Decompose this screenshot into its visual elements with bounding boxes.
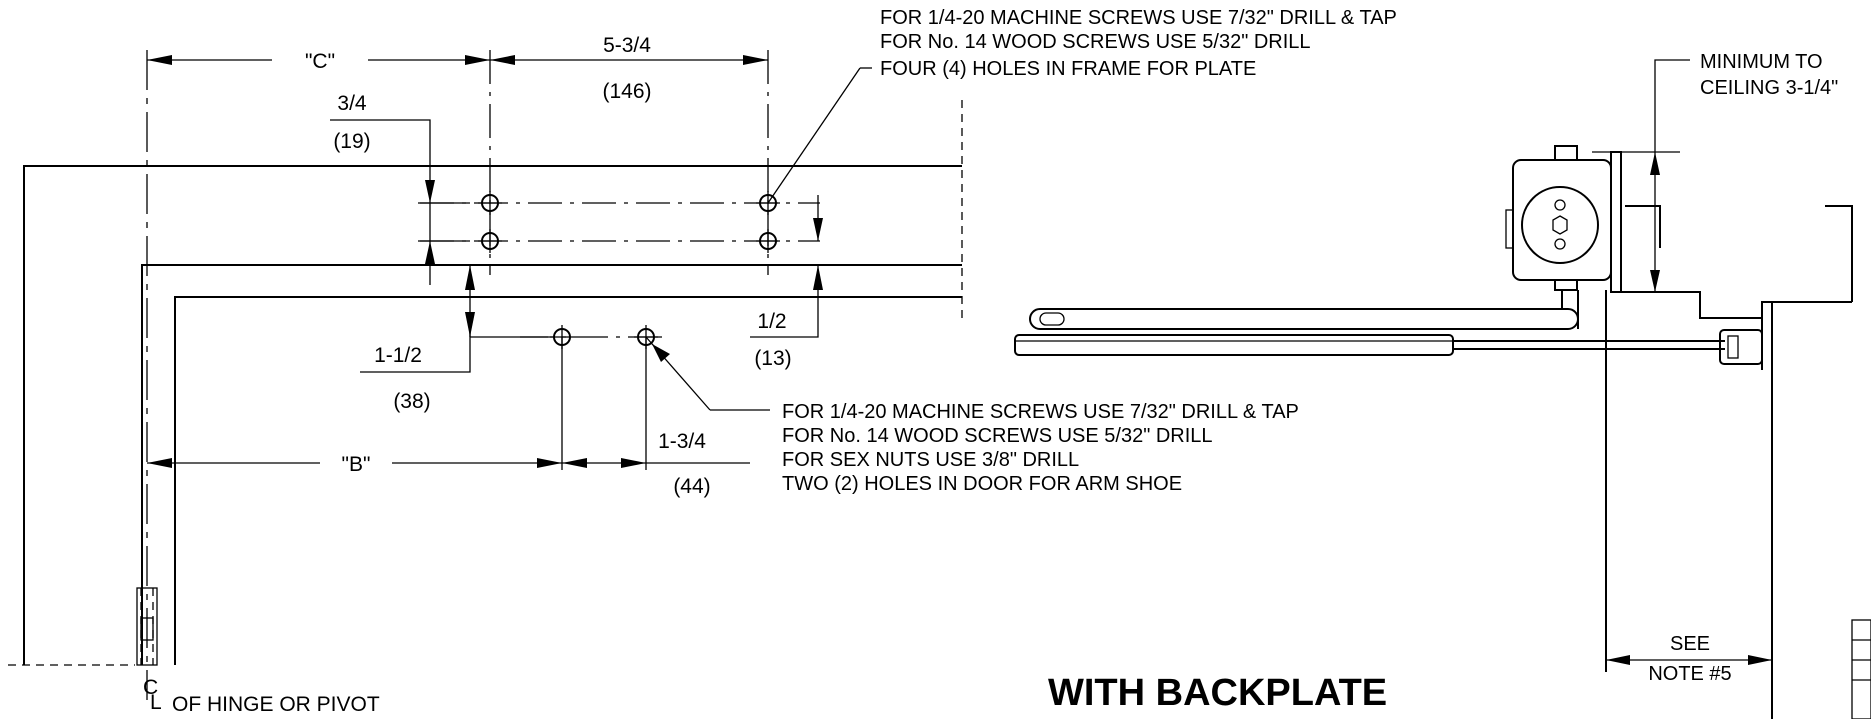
dimension-3-4-label: 3/4	[337, 92, 367, 115]
dimension-44: (44)	[673, 475, 710, 498]
forearm	[1014, 334, 1454, 356]
door-hole	[550, 325, 574, 349]
hinge-label: OF HINGE OR PIVOT	[172, 693, 380, 716]
ceiling-note-line: CEILING 3-1/4"	[1700, 77, 1838, 99]
dimension-1-2	[750, 195, 823, 338]
backplate	[1610, 151, 1622, 293]
drawing-title: WITH BACKPLATE	[1048, 672, 1387, 714]
dimension-1-3-4: 1-3/4	[658, 430, 706, 453]
frame-inner-edge	[141, 264, 962, 665]
frame-hole	[478, 191, 502, 215]
closer-side-view	[1014, 145, 1871, 720]
door-outline	[174, 296, 962, 665]
door-note-line: FOR SEX NUTS USE 3/8" DRILL	[782, 449, 1079, 471]
dimension-13: (13)	[754, 347, 791, 370]
closer-spindle	[1521, 186, 1599, 264]
dimension-38: (38)	[393, 390, 430, 413]
door-note-line: TWO (2) HOLES IN DOOR FOR ARM SHOE	[782, 473, 1182, 495]
hinge-body	[136, 587, 158, 666]
frame-and-door-template	[8, 50, 963, 700]
dimension-1-1-2	[360, 265, 548, 373]
frame-note-line: FOR 1/4-20 MACHINE SCREWS USE 7/32" DRIL…	[880, 7, 1397, 29]
dimension-1-2-label: 1/2	[757, 310, 786, 333]
dimension-5-3-4: 5-3/4	[603, 34, 651, 57]
ceiling-dimension	[1592, 59, 1690, 292]
centerline-symbol-l: L	[150, 691, 162, 714]
frame-note-line: FOUR (4) HOLES IN FRAME FOR PLATE	[880, 58, 1256, 80]
dimension-c-label: "C"	[305, 50, 335, 73]
dimension-1-1-2-label: 1-1/2	[374, 344, 422, 367]
frame-note-line: FOR No. 14 WOOD SCREWS USE 5/32" DRILL	[880, 31, 1311, 53]
dimension-146: (146)	[602, 80, 651, 103]
ceiling-note-line: MINIMUM TO	[1700, 51, 1823, 73]
arm-shoe	[1719, 329, 1763, 365]
main-arm	[1029, 308, 1579, 330]
door-note-line: FOR No. 14 WOOD SCREWS USE 5/32" DRILL	[782, 425, 1213, 447]
dimension-b	[147, 449, 750, 477]
frame-hole	[756, 229, 780, 253]
dimension-b-label: "B"	[342, 453, 371, 476]
frame-hole	[478, 229, 502, 253]
dimension-19: (19)	[333, 130, 370, 153]
door-note-line: FOR 1/4-20 MACHINE SCREWS USE 7/32" DRIL…	[782, 401, 1299, 423]
frame-outline	[23, 165, 962, 665]
dimension-c	[147, 46, 768, 74]
see-note-dimension	[1606, 655, 1772, 665]
centerline-symbol-c: C	[143, 676, 158, 699]
frame-note-leader	[767, 67, 861, 204]
dimension-3-4	[330, 119, 470, 285]
frame-profile	[1621, 291, 1852, 319]
see-note-line: NOTE #5	[1648, 663, 1731, 685]
see-note-line: SEE	[1670, 633, 1710, 655]
